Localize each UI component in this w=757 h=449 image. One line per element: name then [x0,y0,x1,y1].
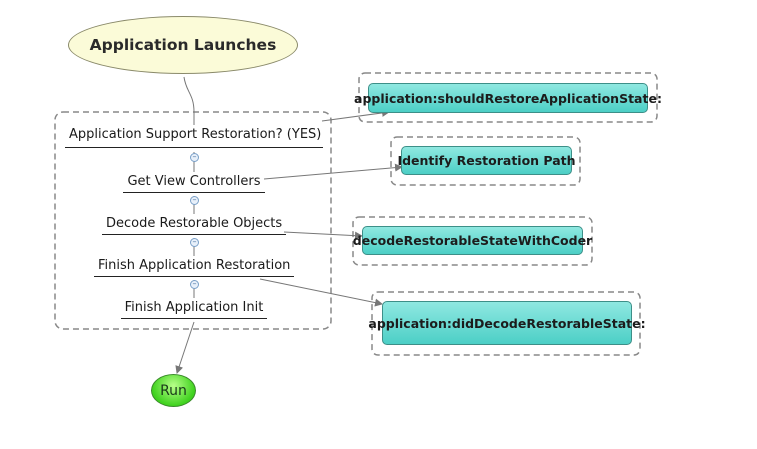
arrow-to-run [175,321,195,374]
collapse-toggle-4[interactable]: – [190,280,199,289]
arrow-to-identify-path [263,163,403,180]
step-label: Application Support Restoration? (YES) [65,127,323,148]
step-finish-restoration[interactable]: Finish Application Restoration [94,258,295,277]
step-label: Finish Application Restoration [94,258,295,277]
api-label: decodeRestorableStateWithCoder [352,233,593,248]
api-label: Identify Restoration Path [397,153,576,168]
step-finish-init[interactable]: Finish Application Init [117,300,271,319]
api-identify-restoration-path[interactable]: Identify Restoration Path [397,146,576,175]
end-node-run[interactable]: Run [151,374,196,407]
collapse-toggle-1[interactable]: – [190,153,199,162]
api-decode-restorable-state[interactable]: decodeRestorableStateWithCoder [353,226,592,255]
step-label: Finish Application Init [120,300,268,319]
api-frame-decode-state [352,216,593,266]
step-label: Decode Restorable Objects [102,216,287,235]
step-support-restoration[interactable]: Application Support Restoration? (YES) [65,127,323,148]
arrow-to-decode-state [283,231,363,240]
arrow-to-did-decode [259,278,383,307]
api-frame-did-decode [371,291,641,356]
collapse-toggle-2[interactable]: – [190,196,199,205]
arrow-to-should-restore [321,108,390,122]
step-label: Get View Controllers [123,174,265,193]
step-decode-restorable-objects[interactable]: Decode Restorable Objects [102,216,287,235]
api-did-decode-restorable-state[interactable]: application:didDecodeRestorableState: [368,301,646,345]
api-frame-should-restore [358,72,658,123]
start-node-label: Application Launches [89,36,277,54]
step-get-view-controllers[interactable]: Get View Controllers [120,174,268,193]
collapse-toggle-3[interactable]: – [190,238,199,247]
start-node-application-launches[interactable]: Application Launches [68,16,298,74]
api-should-restore-application-state[interactable]: application:shouldRestoreApplicationStat… [354,83,662,113]
api-frame-identify-path [390,136,581,186]
api-label: application:shouldRestoreApplicationStat… [354,90,662,106]
api-label: application:didDecodeRestorableState: [368,315,646,331]
end-node-label: Run [160,382,187,399]
restoration-group-frame [54,111,332,330]
start-connector [183,76,195,125]
